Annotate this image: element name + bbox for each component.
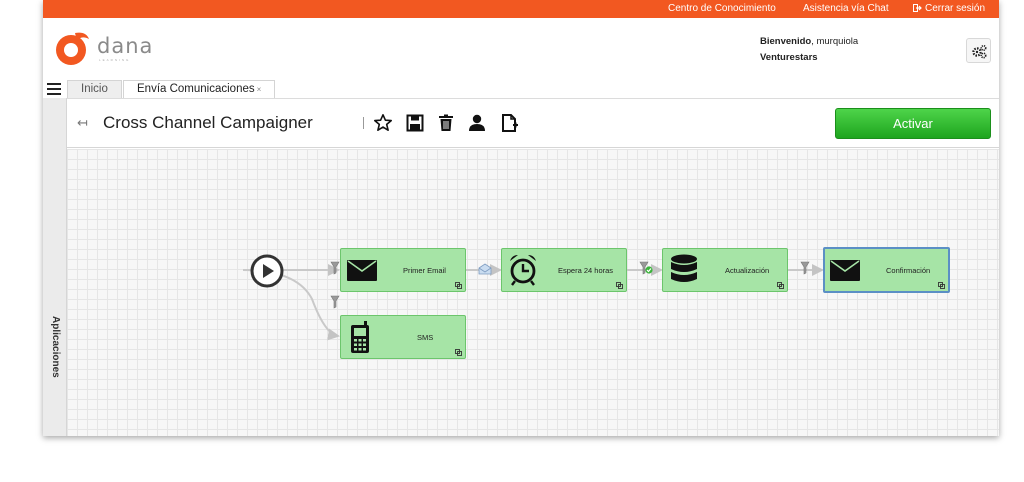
toolbar-divider [363, 117, 364, 129]
mobile-phone-icon [351, 321, 369, 353]
chat-support-link[interactable]: Asistencia vía Chat [803, 3, 889, 14]
flow-node-primer-email[interactable]: Primer Email [340, 248, 466, 292]
flow-node-actualizacion[interactable]: Actualización [662, 248, 788, 292]
node-label: Actualización [725, 266, 770, 275]
new-document-icon[interactable] [499, 113, 519, 133]
exit-icon [913, 4, 922, 12]
logo-text: dana [97, 34, 154, 58]
node-label: Confirmación [886, 266, 931, 275]
top-bar: Centro de Conocimiento Asistencia vía Ch… [43, 0, 999, 18]
envelope-open-icon[interactable] [478, 263, 492, 275]
filter-check-icon[interactable] [639, 261, 653, 275]
filter-icon[interactable] [330, 261, 340, 275]
company-name: Venturestars [760, 52, 818, 63]
node-label: Espera 24 horas [558, 266, 614, 275]
flow-canvas[interactable]: Primer Email Espera 24 horas Actualizaci… [67, 149, 999, 436]
trash-icon[interactable] [436, 113, 456, 133]
dana-logo-mark [56, 32, 89, 65]
star-icon[interactable] [373, 113, 393, 133]
header: dana LEARNING Bienvenido, murquiola Vent… [43, 18, 999, 80]
gears-icon [972, 45, 987, 59]
campaign-title: Cross Channel Campaigner [103, 113, 313, 132]
logout-label: Cerrar sesión [925, 3, 986, 14]
link-icon [938, 282, 945, 289]
tab-label: Envía Comunicaciones [137, 83, 255, 95]
tab-envia-comunicaciones[interactable]: Envía Comunicaciones× [123, 80, 276, 98]
envelope-icon [830, 260, 860, 281]
tab-bar: Inicio Envía Comunicaciones× [67, 80, 999, 98]
envelope-icon [347, 260, 377, 281]
activate-button[interactable]: Activar [835, 108, 991, 139]
link-icon [455, 282, 462, 289]
flow-node-espera[interactable]: Espera 24 horas [501, 248, 627, 292]
filter-icon[interactable] [330, 295, 340, 309]
alarm-clock-icon [510, 255, 536, 286]
flow-node-confirmacion[interactable]: Confirmación [823, 247, 950, 293]
node-label: Primer Email [403, 266, 446, 275]
link-icon [455, 349, 462, 356]
filter-icon[interactable] [800, 261, 810, 275]
flow-node-sms[interactable]: SMS [340, 315, 466, 359]
link-icon [777, 282, 784, 289]
play-icon[interactable] [250, 254, 284, 288]
app-window: Centro de Conocimiento Asistencia vía Ch… [43, 0, 999, 436]
logout-link[interactable]: Cerrar sesión [913, 3, 985, 14]
database-icon [671, 254, 697, 282]
logo-tagline: LEARNING [99, 58, 131, 62]
back-arrow-icon[interactable]: ↤ [77, 115, 88, 130]
tab-close-icon[interactable]: × [256, 85, 262, 94]
settings-button[interactable] [966, 38, 991, 63]
welcome-text: Bienvenido, murquiola [760, 36, 859, 47]
sidebar[interactable]: Aplicaciones [43, 98, 67, 436]
hamburger-icon[interactable] [47, 83, 61, 95]
tab-inicio[interactable]: Inicio [67, 80, 122, 98]
user-icon[interactable] [467, 113, 487, 133]
link-icon [616, 282, 623, 289]
tab-label: Inicio [81, 83, 108, 95]
knowledge-center-link[interactable]: Centro de Conocimiento [668, 3, 776, 14]
toolbar: ↤ Cross Channel Campaigner Activar [67, 98, 999, 148]
node-label: SMS [417, 333, 434, 342]
save-icon[interactable] [405, 113, 425, 133]
sidebar-label: Aplicaciones [50, 316, 61, 378]
